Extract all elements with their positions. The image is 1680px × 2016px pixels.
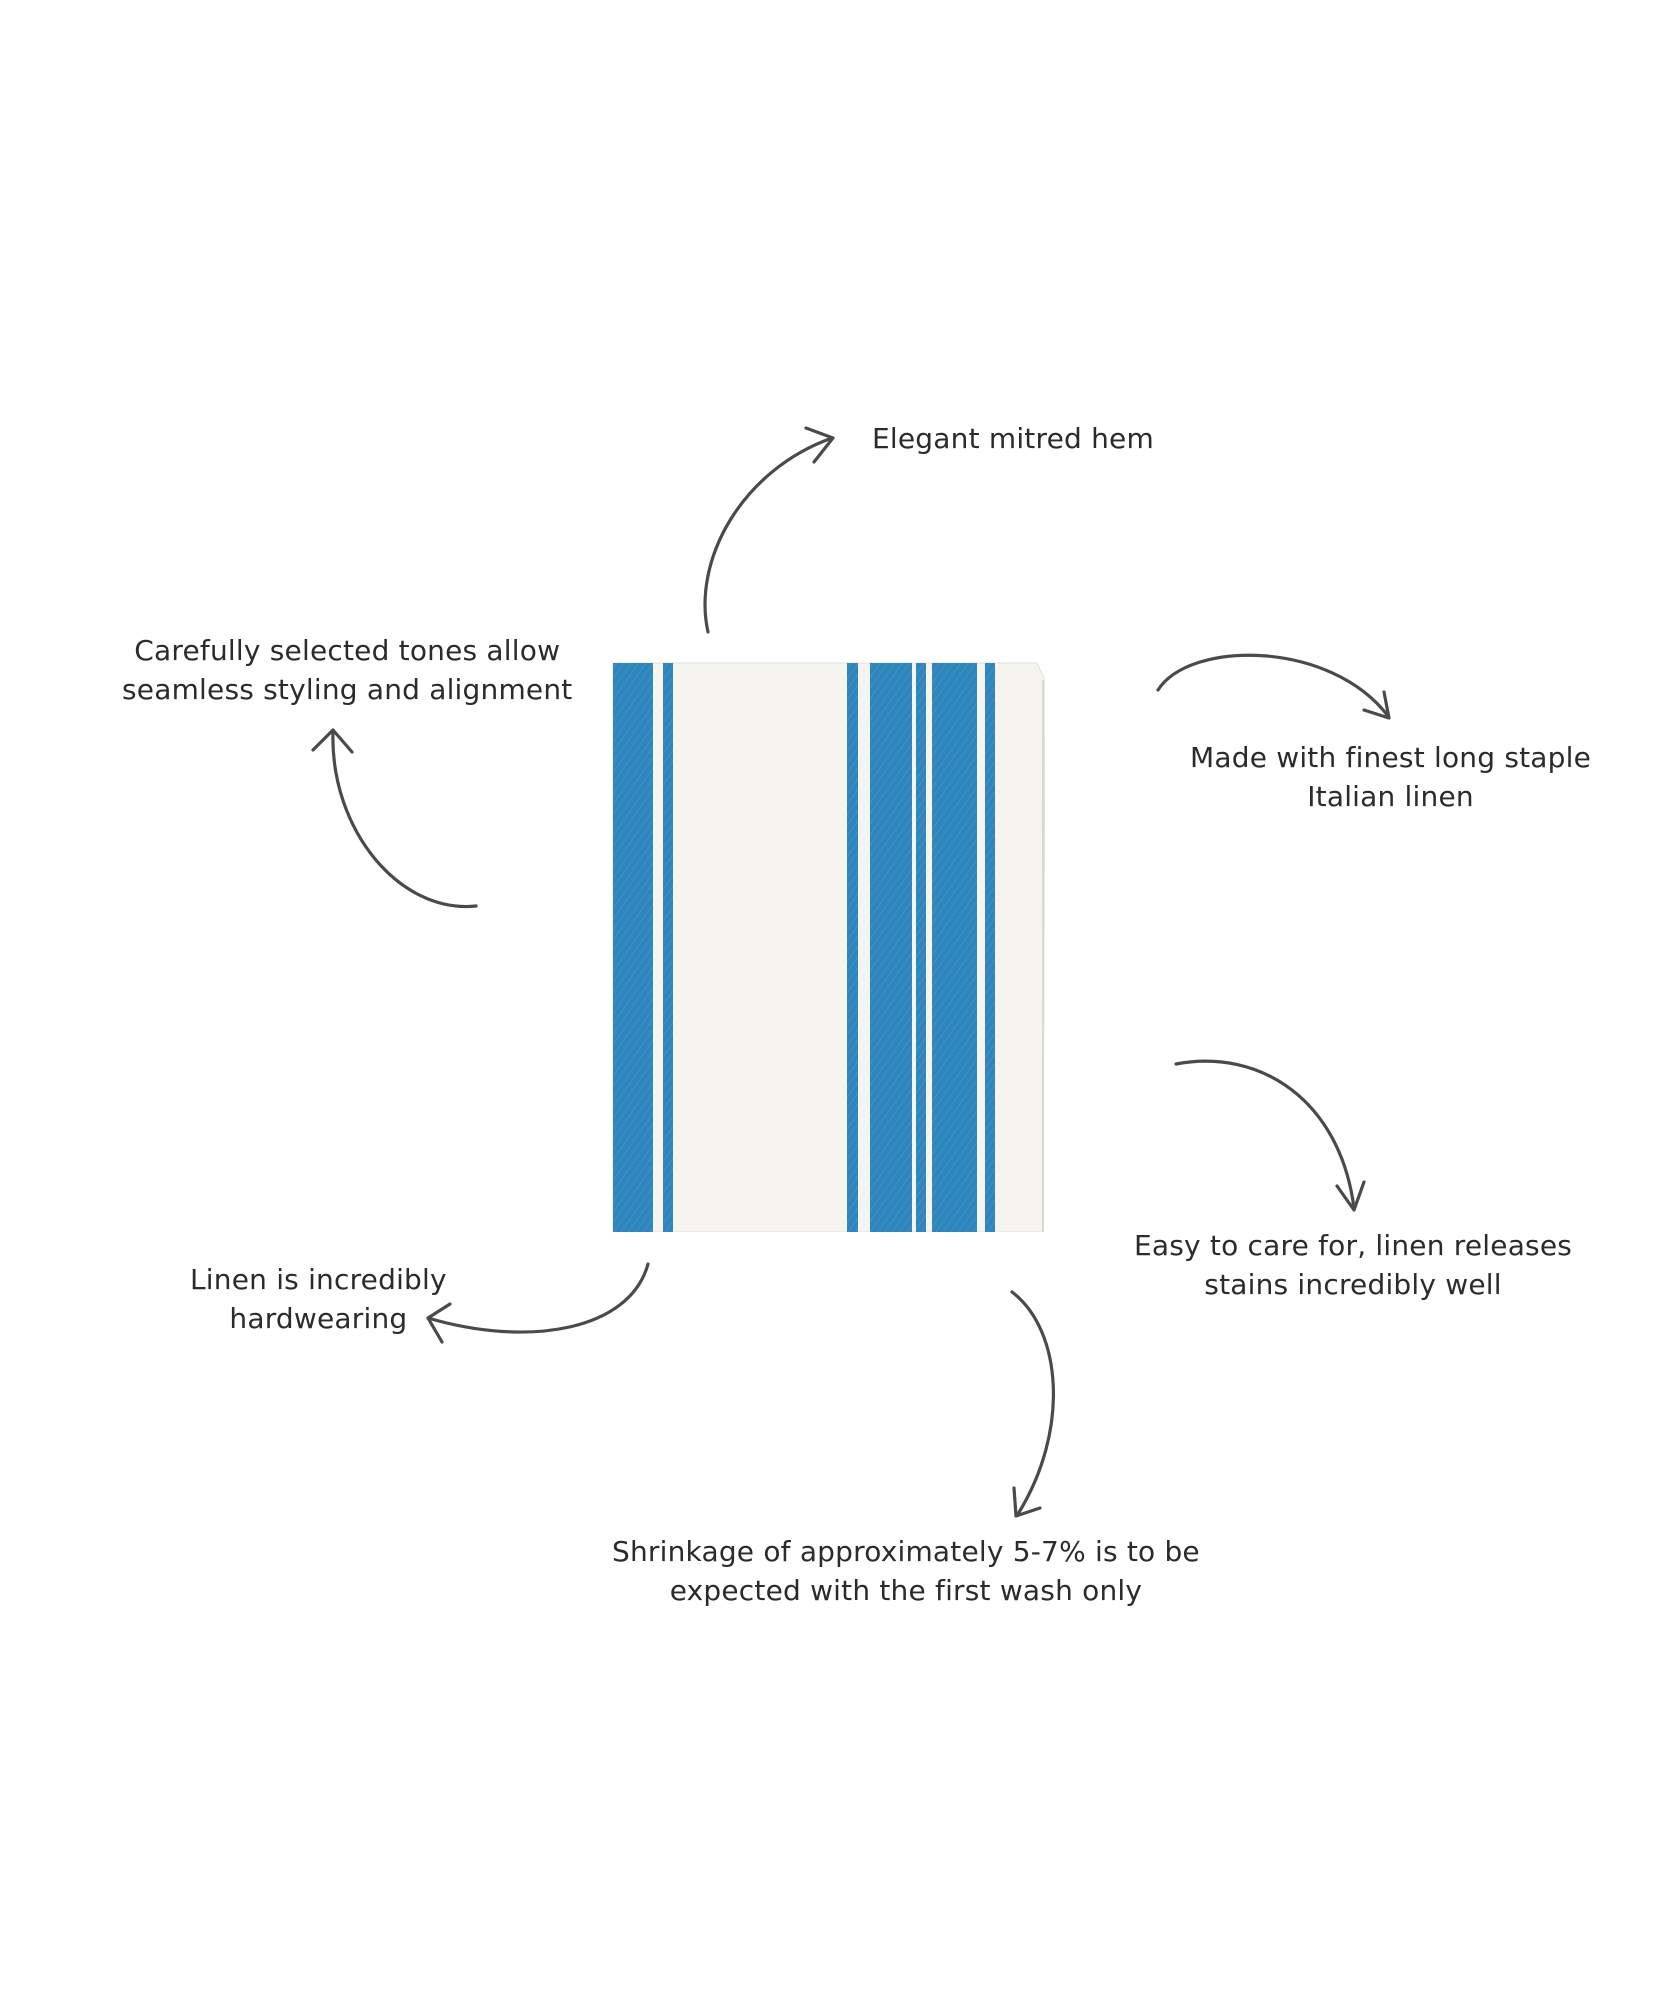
- feature-shrinkage-line-2: expected with the first wash only: [669, 1574, 1143, 1607]
- feature-care-line-2: stains incredibly well: [1204, 1268, 1502, 1301]
- arrow-tones: [311, 728, 478, 909]
- feature-linen-line-1: Made with finest long staple: [1190, 741, 1592, 774]
- feature-linen: Made with finest long staple Italian lin…: [1190, 738, 1591, 816]
- arrow-shrinkage: [1010, 1290, 1056, 1518]
- feature-shrinkage: Shrinkage of approximately 5-7% is to be…: [612, 1532, 1200, 1610]
- feature-hardwearing-line-1: Linen is incredibly: [190, 1263, 447, 1296]
- feature-shrinkage-line-1: Shrinkage of approximately 5-7% is to be: [612, 1535, 1200, 1568]
- arrow-care: [1174, 1059, 1366, 1212]
- feature-hardwearing: Linen is incredibly hardwearing: [190, 1260, 447, 1338]
- feature-care-line-1: Easy to care for, linen releases: [1134, 1229, 1573, 1262]
- feature-mitred-hem: Elegant mitred hem: [872, 419, 1154, 458]
- feature-hardwearing-line-2: hardwearing: [229, 1302, 408, 1335]
- feature-tones-line-2: seamless styling and alignment: [122, 673, 573, 706]
- feature-tones-line-1: Carefully selected tones allow: [134, 634, 561, 667]
- feature-tones: Carefully selected tones allow seamless …: [122, 631, 573, 709]
- arrow-hardwearing: [426, 1262, 650, 1344]
- tea-towel-illustration: [612, 662, 1045, 1232]
- feature-care: Easy to care for, linen releases stains …: [1134, 1226, 1572, 1304]
- feature-linen-line-2: Italian linen: [1307, 780, 1474, 813]
- weave-texture: [613, 663, 1045, 1232]
- tea-towel-image: [611, 660, 1045, 1232]
- arrow-linen: [1156, 653, 1391, 720]
- arrow-mitred-hem: [703, 426, 835, 634]
- feature-mitred-hem-line-1: Elegant mitred hem: [872, 422, 1154, 455]
